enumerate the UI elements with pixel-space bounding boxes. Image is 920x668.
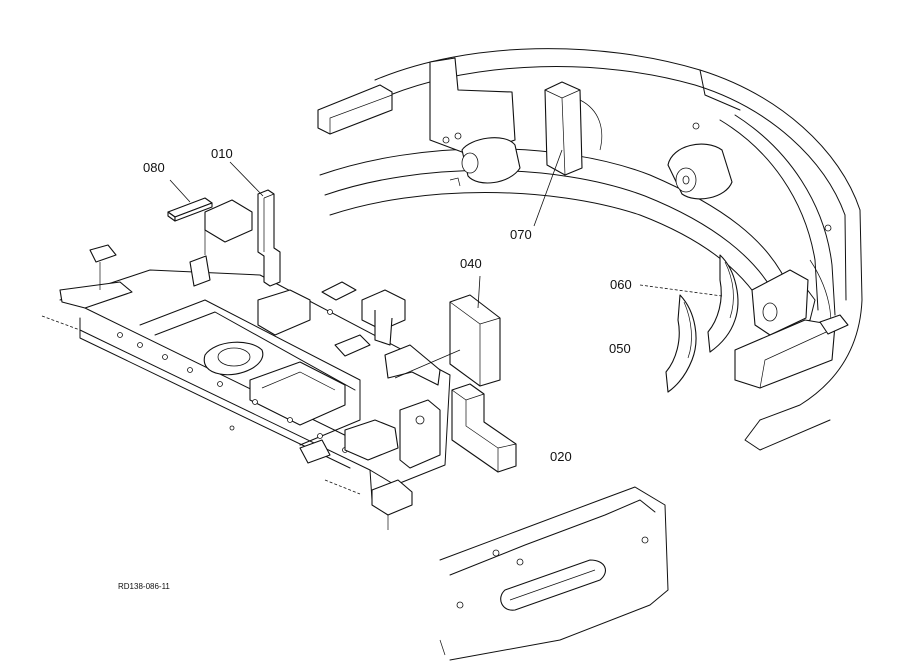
counterweight-frame bbox=[317, 48, 863, 451]
lower-frame-piece bbox=[439, 486, 669, 661]
callout-010: 010 bbox=[211, 146, 233, 161]
callout-040: 040 bbox=[460, 256, 482, 271]
part-080-pad bbox=[167, 197, 213, 222]
part-060-liner bbox=[707, 254, 739, 353]
callout-070: 070 bbox=[510, 227, 532, 242]
part-010-bracket-plate bbox=[257, 189, 281, 287]
part-040-plate bbox=[449, 294, 501, 387]
leader-lines bbox=[169, 149, 723, 379]
part-070-block bbox=[544, 81, 603, 176]
part-050-liner bbox=[665, 294, 697, 393]
callout-060: 060 bbox=[610, 277, 632, 292]
callout-020: 020 bbox=[550, 449, 572, 464]
part-020-plate bbox=[451, 383, 517, 473]
callout-080: 080 bbox=[143, 160, 165, 175]
main-frame bbox=[41, 199, 451, 530]
callout-050: 050 bbox=[609, 341, 631, 356]
drawing-id: RD138-086-11 bbox=[118, 582, 170, 591]
